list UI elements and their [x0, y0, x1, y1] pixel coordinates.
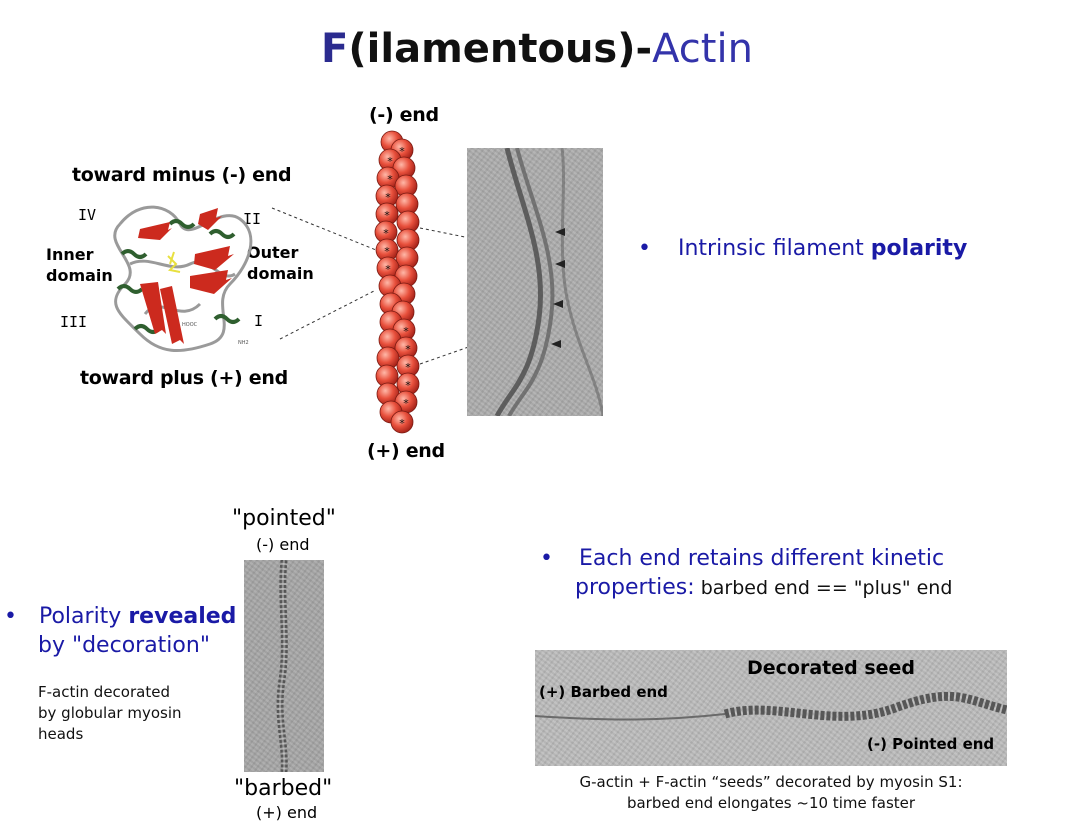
bullet-polarity-decoration: •Polarity revealed by "decoration" — [4, 604, 237, 658]
svg-text:*: * — [399, 145, 405, 158]
svg-text:*: * — [403, 397, 409, 410]
svg-text:*: * — [383, 227, 389, 240]
actin-ribbon-structure: HOOC NH2 — [113, 205, 253, 353]
barbed-sub-label: (+) end — [256, 803, 318, 822]
inner-domain-label: Inner domain — [46, 245, 113, 285]
svg-text:*: * — [399, 417, 405, 430]
toward-minus-label: toward minus (-) end — [72, 164, 292, 186]
svg-text:*: * — [384, 245, 390, 258]
svg-text:*: * — [403, 325, 409, 338]
domain-iii-label: III — [60, 313, 88, 331]
svg-text:*: * — [405, 343, 411, 356]
pointed-sub-label: (-) end — [256, 535, 310, 554]
barbed-end-label: (+) Barbed end — [539, 683, 668, 701]
page-title: F(ilamentous)-Actin — [0, 26, 1074, 72]
decorated-filament-micrograph — [244, 560, 324, 772]
decoration-note: F-actin decorated by globular myosin hea… — [38, 683, 182, 743]
svg-text:*: * — [385, 191, 391, 204]
title-actin: Actin — [652, 26, 753, 72]
decorated-seed-micrograph: Decorated seed (+) Barbed end (-) Pointe… — [535, 650, 1007, 766]
em-filament-micrograph — [467, 148, 603, 416]
seed-caption: G-actin + F-actin “seeds” decorated by m… — [579, 773, 963, 812]
hooc-label: HOOC — [182, 322, 198, 328]
outer-domain-label: Outer domain — [247, 243, 314, 283]
barbed-label: "barbed" — [234, 776, 333, 801]
svg-text:*: * — [385, 263, 391, 276]
filament-bead-model: * * * * * * * * * * * * * * — [374, 130, 420, 434]
nh2-label: NH2 — [238, 340, 249, 346]
svg-text:*: * — [405, 379, 411, 392]
svg-text:*: * — [387, 155, 393, 168]
polarity-emphasis: polarity — [870, 236, 968, 261]
filament-minus-end-label: (-) end — [369, 104, 439, 126]
title-ilamentous: (ilamentous)- — [348, 26, 653, 72]
svg-text:*: * — [384, 209, 390, 222]
toward-plus-label: toward plus (+) end — [80, 367, 288, 389]
pointed-label: "pointed" — [232, 506, 336, 531]
pointed-end-label: (-) Pointed end — [867, 735, 995, 753]
svg-text:*: * — [387, 173, 393, 186]
bullet-intrinsic-polarity: • Intrinsic filament polarity — [638, 236, 968, 261]
title-f: F — [321, 26, 349, 72]
domain-i-label: I — [254, 312, 264, 330]
domain-ii-label: II — [243, 210, 262, 228]
bullet-kinetic-properties: •Each end retains different kinetic prop… — [540, 546, 953, 600]
domain-iv-label: IV — [78, 206, 97, 224]
filament-plus-end-label: (+) end — [367, 440, 445, 462]
decorated-seed-label: Decorated seed — [747, 657, 916, 679]
svg-text:*: * — [405, 361, 411, 374]
